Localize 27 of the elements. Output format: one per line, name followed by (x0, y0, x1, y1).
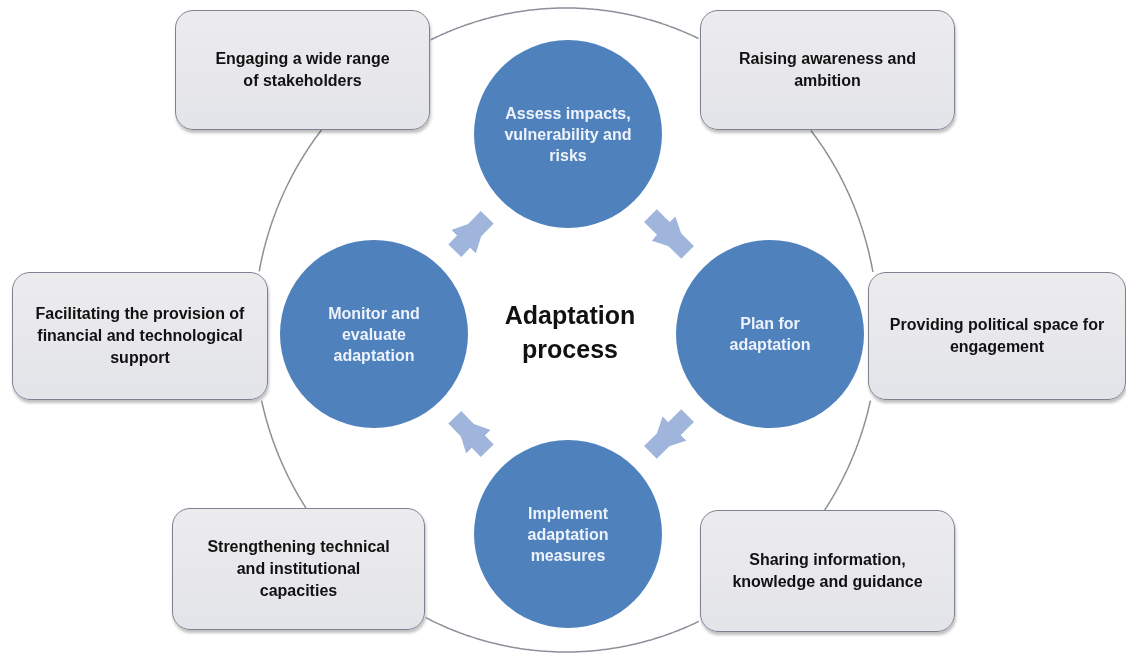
box-label: Strengthening technical and institutional capacities (206, 537, 391, 601)
ring-line (430, 7, 700, 41)
ring-line (823, 399, 872, 511)
box-label: Providing political space for engagement (888, 315, 1106, 357)
step-label: Monitor and evaluate adaptation (327, 303, 421, 366)
block-arrow (448, 411, 494, 457)
text-box (175, 10, 430, 130)
text-box (12, 272, 268, 400)
block-arrow (448, 211, 494, 257)
step-label: Implement adaptation measures (526, 503, 610, 566)
block-arrow (644, 409, 694, 459)
text-box (700, 10, 955, 130)
center-title: Adaptation process (503, 300, 637, 365)
ring-line (258, 129, 323, 273)
step-label: Assess impacts, vulnerability and risks (504, 103, 632, 166)
box-label: Engaging a wide range of stakeholders (214, 49, 391, 91)
ring-line (810, 129, 874, 273)
text-box (700, 510, 955, 632)
block-arrow (644, 209, 694, 259)
step-label: Plan for adaptation (728, 314, 812, 355)
box-label: Sharing information, knowledge and guidance (731, 550, 924, 592)
ring-line (424, 616, 700, 653)
text-box (868, 272, 1126, 400)
ring-line (260, 399, 307, 509)
box-label: Facilitating the provision of financial and technological support (34, 304, 246, 368)
text-box (172, 508, 425, 630)
box-label: Raising awareness and ambition (738, 49, 917, 91)
